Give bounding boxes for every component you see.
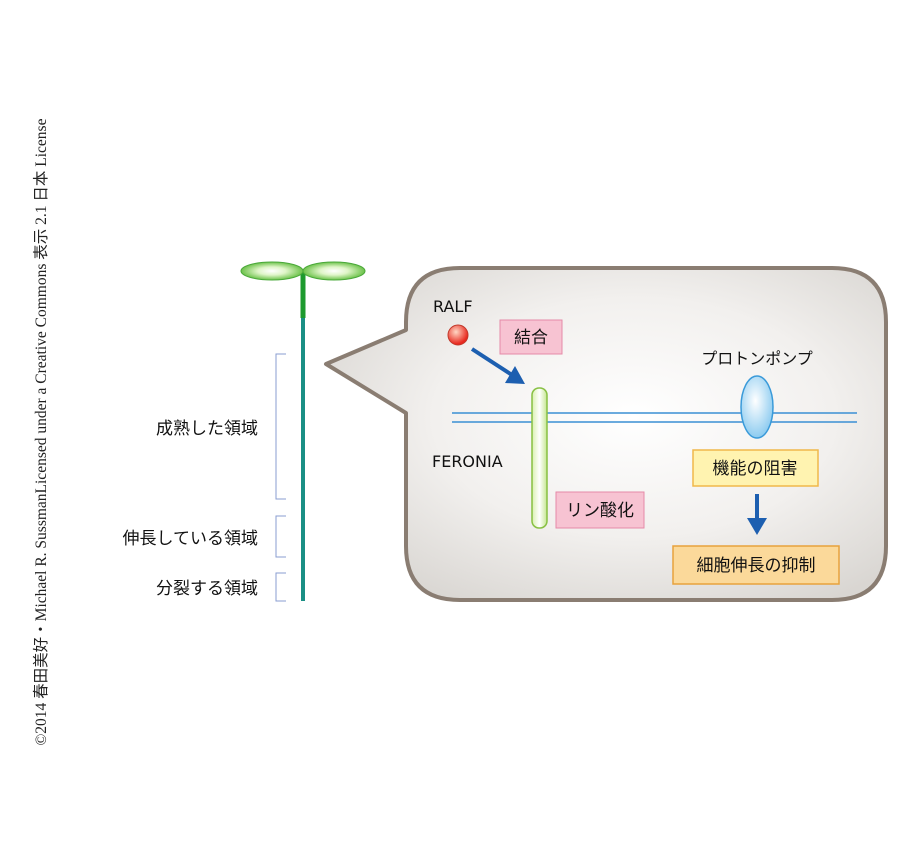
bracket-mature xyxy=(275,353,286,500)
zoom-callout-bubble xyxy=(324,266,888,602)
binding-box xyxy=(499,319,563,355)
label-elongating-region: 伸長している領域 xyxy=(123,529,259,549)
right-cotyledon xyxy=(302,261,366,281)
label-mature-region: 成熟した領域 xyxy=(156,418,258,439)
feronia-receptor xyxy=(531,387,548,529)
bracket-elongating xyxy=(275,515,286,558)
bracket-dividing xyxy=(275,572,286,602)
label-phosphorylation: リン酸化 xyxy=(566,501,634,521)
ralf-peptide xyxy=(447,324,469,346)
elongation-suppression-box xyxy=(672,545,840,585)
label-ralf: RALF xyxy=(433,297,473,316)
left-cotyledon xyxy=(240,261,304,281)
binding-arrow xyxy=(470,347,525,384)
region-brackets xyxy=(275,353,286,602)
label-function-inhibition: 機能の阻害 xyxy=(713,459,798,479)
plasma-membrane xyxy=(452,412,857,423)
proton-pump xyxy=(740,375,774,439)
phosphorylation-box xyxy=(555,491,645,529)
function-inhibition-box xyxy=(692,449,819,487)
label-dividing-region: 分裂する領域 xyxy=(156,579,258,599)
inhibition-arrow xyxy=(747,494,767,535)
label-proton-pump: プロトンポンプ xyxy=(701,349,813,368)
seedling xyxy=(240,261,366,601)
label-elongation-suppression: 細胞伸長の抑制 xyxy=(697,556,816,576)
label-binding: 結合 xyxy=(514,328,548,348)
label-feronia: FERONIA xyxy=(432,452,503,471)
